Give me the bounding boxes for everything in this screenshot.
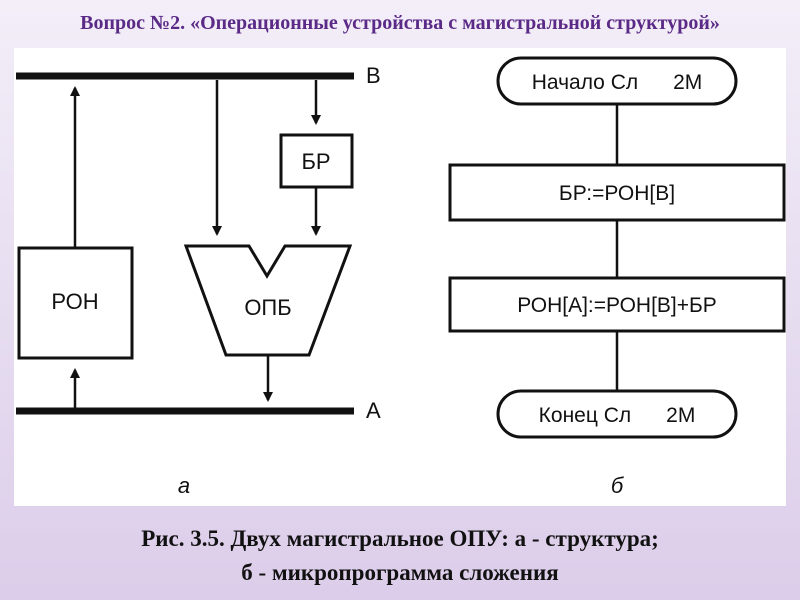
flowchart-sublabel: б: [611, 473, 625, 498]
br-label: БР: [301, 149, 330, 174]
ron-label: РОН: [51, 289, 98, 314]
opb-alu: [183, 244, 353, 357]
diagram-canvas: В А РОН БР ОПБ а: [16, 56, 786, 498]
flow-step-1-label: БР:=РОН[В]: [559, 182, 675, 205]
slide-title: Вопрос №2. «Операционные устройства с ма…: [80, 12, 720, 34]
flow-start: [496, 56, 738, 106]
structure-sublabel: а: [178, 473, 190, 498]
ron-register: [17, 246, 134, 360]
caption-line-1: Рис. 3.5. Двух магистральное ОПУ: а - ст…: [141, 526, 659, 551]
structure-diagram: В А РОН БР ОПБ а: [16, 63, 381, 498]
bus-b-label: В: [366, 63, 381, 88]
flow-step-2: [448, 276, 786, 333]
flowchart-diagram: Начало Сл 2М БР:=РОН[В] РОН[А]:=РОН[В]+Б…: [448, 56, 786, 498]
caption-line-2: б - микропрограмма сложения: [241, 560, 559, 585]
opb-label: ОПБ: [244, 295, 291, 320]
flow-step-2-label: РОН[А]:=РОН[В]+БР: [517, 294, 717, 317]
flow-end: [496, 389, 738, 439]
figure-caption: Рис. 3.5. Двух магистральное ОПУ: а - ст…: [0, 522, 800, 590]
flow-end-label: Конец Сл 2М: [539, 404, 696, 427]
flow-step-1: [448, 163, 786, 222]
figure: В А РОН БР ОПБ а: [14, 48, 786, 506]
flow-start-label: Начало Сл 2М: [532, 71, 703, 94]
bus-a-label: А: [366, 398, 381, 423]
